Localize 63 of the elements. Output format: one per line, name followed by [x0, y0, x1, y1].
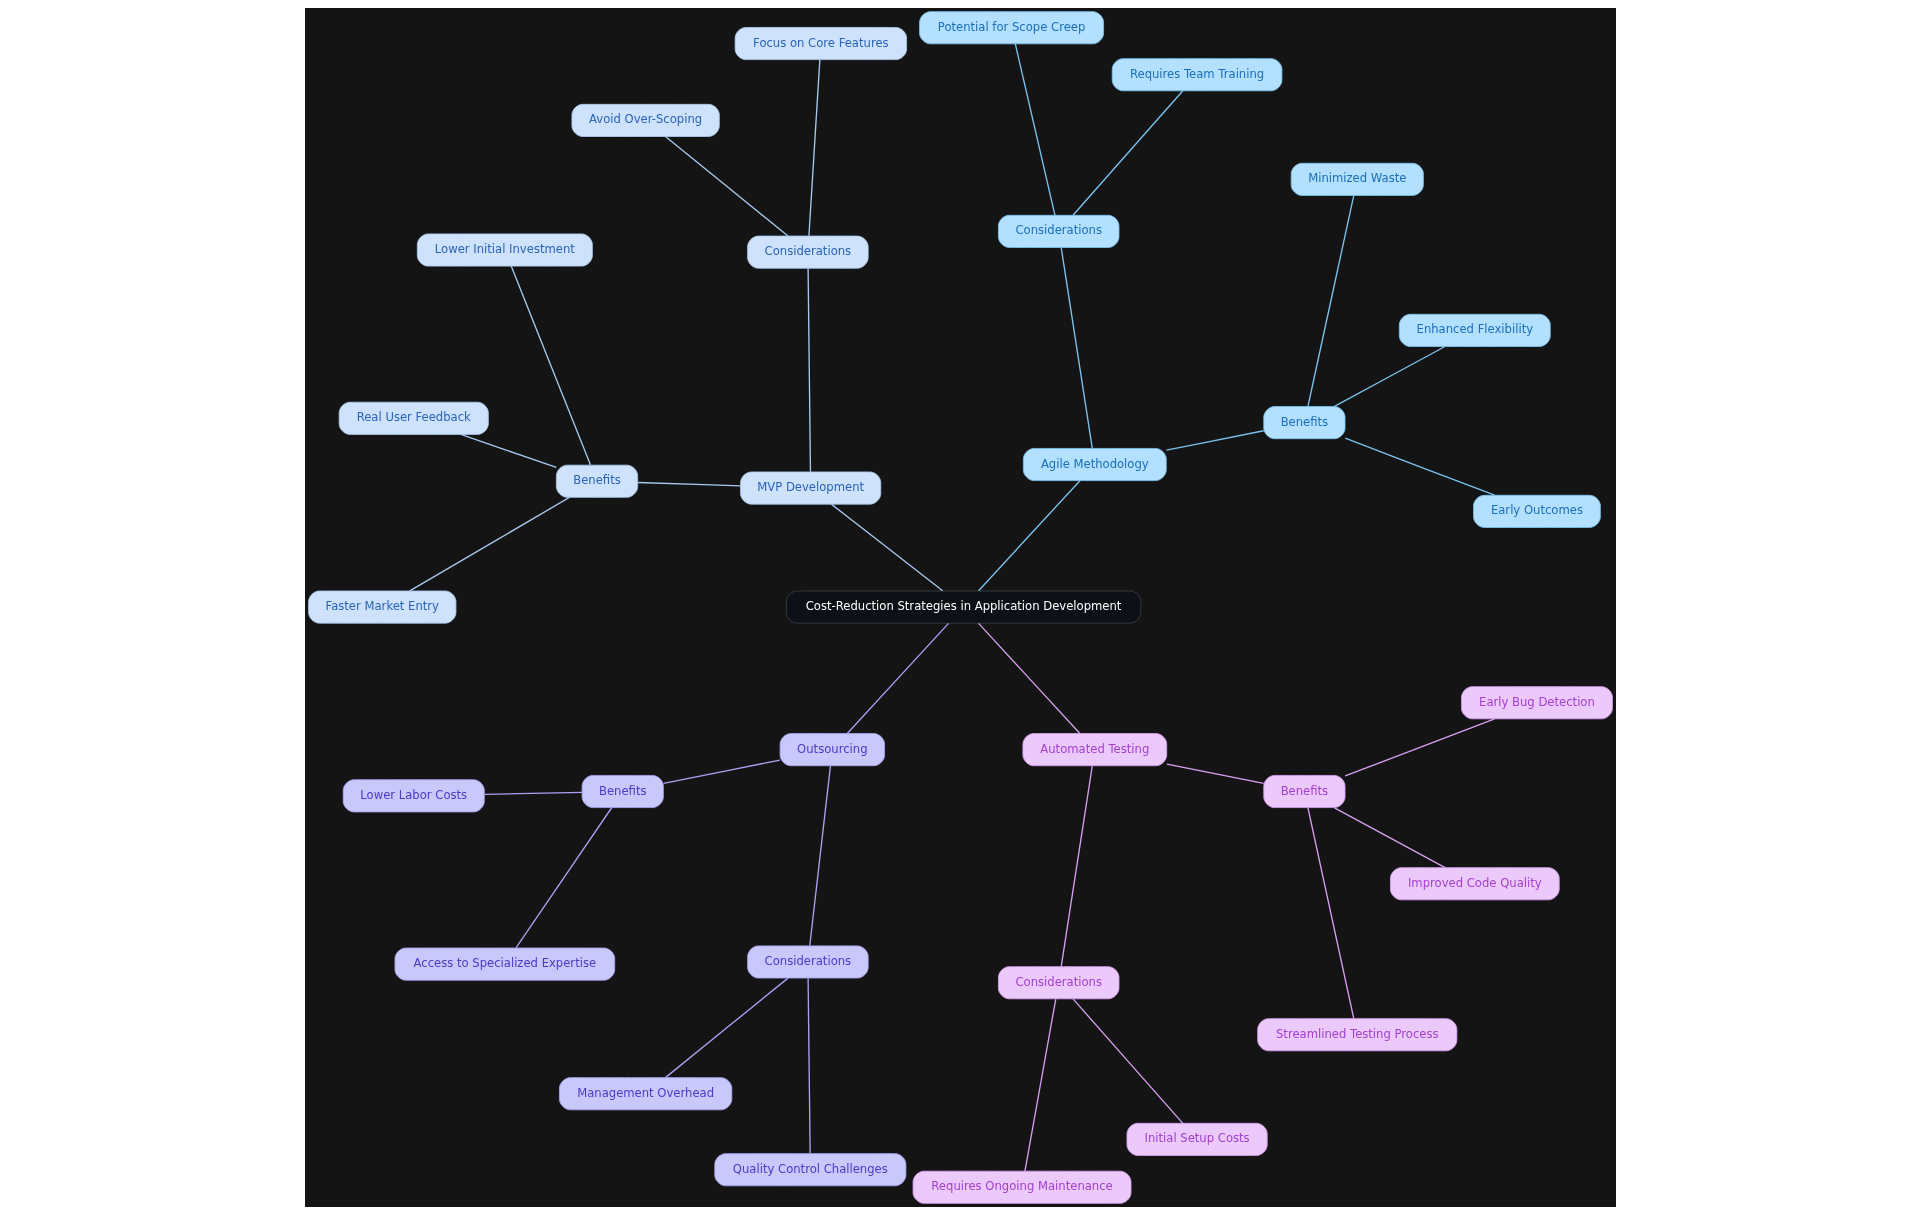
- node-box: Lower Labor Costs: [342, 779, 485, 813]
- connector: [977, 622, 1081, 735]
- connector: [408, 496, 570, 592]
- node-box: Lower Initial Investment: [416, 233, 593, 267]
- node-box: Early Outcomes: [1472, 494, 1601, 528]
- node-box: Considerations: [997, 214, 1119, 248]
- connector: [830, 503, 943, 592]
- node-box: Minimized Waste: [1290, 162, 1424, 196]
- node-box: Agile Methodology: [1022, 448, 1167, 482]
- connector: [1071, 90, 1184, 216]
- connector: [977, 480, 1081, 592]
- connector: [1060, 765, 1093, 968]
- connector: [1333, 807, 1446, 869]
- node-box: Outsourcing: [779, 733, 885, 767]
- node-box: Automated Testing: [1021, 733, 1167, 767]
- node-box: Access to Specialized Expertise: [394, 947, 615, 981]
- node-box: Benefits: [1262, 775, 1345, 809]
- connector: [483, 791, 583, 796]
- connector: [459, 433, 557, 468]
- node-box: Focus on Core Features: [734, 27, 907, 61]
- node-box: Requires Team Training: [1111, 58, 1282, 92]
- node-box: Initial Setup Costs: [1126, 1122, 1268, 1156]
- connector: [1014, 43, 1056, 216]
- connector: [806, 267, 811, 473]
- node-box: Potential for Scope Creep: [918, 11, 1104, 45]
- connector: [1060, 247, 1093, 449]
- connector: [664, 977, 789, 1079]
- node-box: Benefits: [555, 464, 638, 498]
- node-box: Streamlined Testing Process: [1256, 1018, 1457, 1052]
- node-box: Faster Market Entry: [307, 590, 456, 624]
- connector: [1306, 807, 1354, 1020]
- connector: [807, 59, 820, 237]
- connector: [1333, 345, 1446, 407]
- connector: [510, 265, 591, 466]
- node-box: Early Bug Detection: [1460, 686, 1613, 720]
- node-box: Management Overhead: [558, 1077, 732, 1111]
- connector: [808, 765, 831, 947]
- node-box: Avoid Over-Scoping: [571, 103, 720, 137]
- node-box: MVP Development: [739, 471, 881, 505]
- node-box: Improved Code Quality: [1389, 867, 1560, 901]
- node-box: Benefits: [1262, 406, 1345, 440]
- connector: [1071, 998, 1184, 1124]
- connector: [1344, 718, 1495, 777]
- connector: [1344, 437, 1495, 496]
- node-box: Enhanced Flexibility: [1398, 313, 1551, 347]
- node-box: Considerations: [997, 966, 1119, 1000]
- node-box: Cost-Reduction Strategies in Application Development: [785, 590, 1141, 624]
- node-box: Requires Ongoing Maintenance: [912, 1170, 1131, 1204]
- node-box: Real User Feedback: [338, 401, 489, 435]
- connector: [1165, 763, 1264, 785]
- connector: [1165, 430, 1264, 451]
- node-box: Considerations: [746, 235, 869, 269]
- connector: [514, 807, 612, 949]
- connector: [1023, 998, 1056, 1172]
- node-box: Considerations: [746, 945, 869, 979]
- connector: [846, 622, 949, 735]
- node-box: Quality Control Challenges: [713, 1153, 906, 1187]
- connector: [664, 135, 789, 237]
- connector: [662, 759, 781, 785]
- connector: [1306, 195, 1354, 407]
- node-box: Benefits: [581, 775, 664, 809]
- connector: [636, 481, 741, 487]
- connector: [806, 977, 811, 1155]
